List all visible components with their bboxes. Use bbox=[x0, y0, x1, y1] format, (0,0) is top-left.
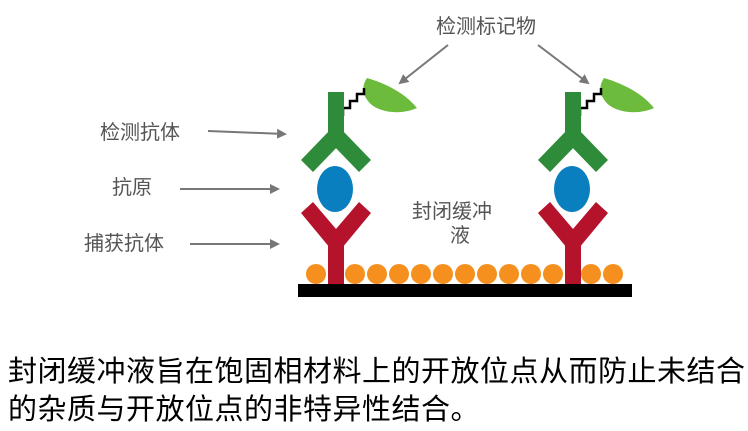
right-immunoassay-complex bbox=[538, 78, 654, 286]
blocking-bead-icon bbox=[345, 264, 365, 284]
blocking-bead-icon bbox=[389, 264, 409, 284]
antigen-ellipse-icon bbox=[317, 166, 353, 212]
blocking-buffer-text-line1: 封闭缓冲 bbox=[412, 199, 492, 223]
capture-antibody-icon bbox=[301, 202, 371, 286]
detection-antibody-text: 检测抗体 bbox=[100, 120, 180, 144]
antigen-text: 抗原 bbox=[112, 175, 152, 199]
blocking-bead-icon bbox=[367, 264, 387, 284]
blocking-bead-icon bbox=[543, 264, 563, 284]
solid-phase-bar bbox=[298, 284, 632, 297]
detection-antibody-icon bbox=[538, 92, 608, 172]
linker-icon bbox=[578, 88, 603, 116]
blocking-bead-icon bbox=[455, 264, 475, 284]
caption-text: 封闭缓冲液旨在饱固相材料上的开放位点从而防止未结合的杂质与开放位点的非特异性结合… bbox=[8, 354, 746, 426]
elisa-blocking-diagram: 检测标记物 检测抗体 抗原 捕获抗体 封闭缓冲 液 bbox=[84, 14, 654, 297]
arrow-icon bbox=[207, 128, 287, 139]
arrow-icon bbox=[398, 44, 449, 85]
blocking-buffer-text-line2: 液 bbox=[450, 223, 470, 247]
blocking-bead-icon bbox=[306, 264, 326, 284]
green-leaf-label-icon bbox=[363, 78, 417, 113]
detection-label-text: 检测标记物 bbox=[436, 14, 536, 38]
blocking-bead-icon bbox=[411, 264, 431, 284]
antigen-ellipse-icon bbox=[554, 166, 590, 212]
capture-antibody-text: 捕获抗体 bbox=[84, 231, 164, 255]
blocking-bead-icon bbox=[581, 264, 601, 284]
linker-icon bbox=[341, 88, 366, 116]
detection-antibody-icon bbox=[301, 92, 371, 172]
blocking-bead-icon bbox=[603, 264, 623, 284]
blocking-bead-icon bbox=[499, 264, 519, 284]
blocking-bead-icon bbox=[521, 264, 541, 284]
left-immunoassay-complex bbox=[301, 78, 417, 286]
blocking-beads bbox=[306, 264, 623, 284]
blocking-bead-icon bbox=[477, 264, 497, 284]
blocking-bead-icon bbox=[433, 264, 453, 284]
green-leaf-label-icon bbox=[600, 78, 654, 113]
capture-antibody-icon bbox=[538, 202, 608, 286]
arrow-icon bbox=[537, 44, 590, 85]
